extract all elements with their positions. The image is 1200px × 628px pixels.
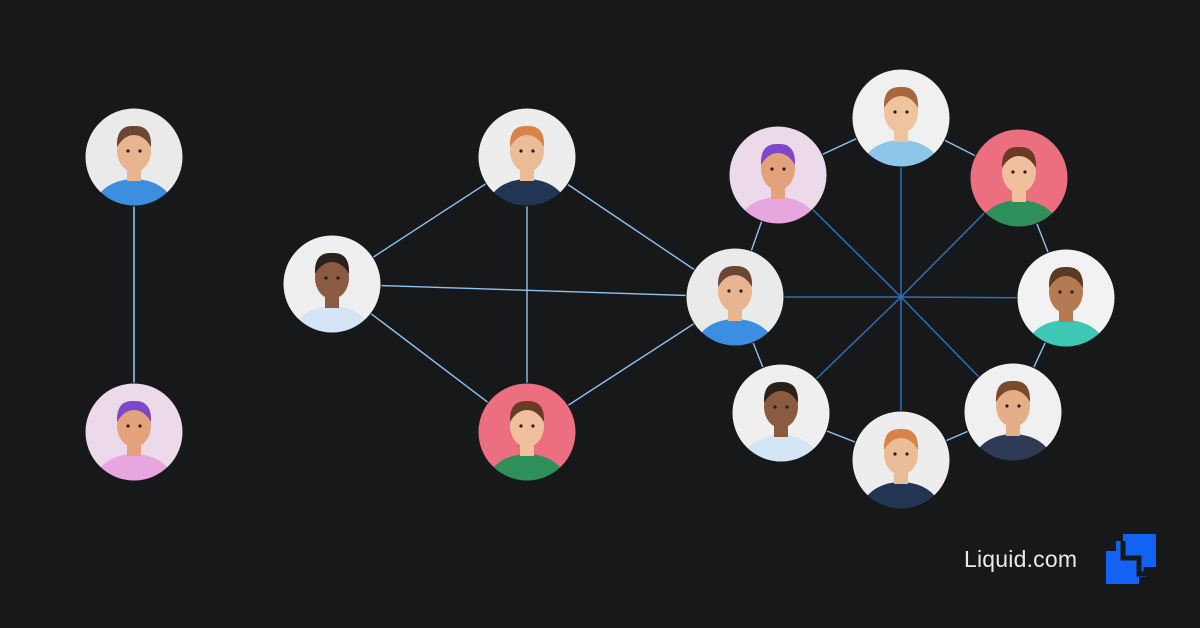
avatar-woman-curly-hair-teal-top bbox=[1017, 249, 1115, 347]
avatar-border bbox=[851, 68, 951, 168]
edge-b2-c8 bbox=[331, 283, 736, 298]
avatar-man-dark-skin-smiling bbox=[732, 364, 830, 462]
avatar-border bbox=[84, 382, 184, 482]
avatar-woman-glasses-heart-pink-bg bbox=[478, 383, 576, 481]
avatar-man-full-beard-suit bbox=[964, 363, 1062, 461]
avatar-border bbox=[477, 107, 577, 207]
avatar-border bbox=[477, 382, 577, 482]
avatar-border bbox=[282, 234, 382, 334]
avatar-woman-purple-hair-beanie bbox=[85, 383, 183, 481]
avatar-border bbox=[685, 247, 785, 347]
brand[interactable]: Liquid.com bbox=[964, 534, 1156, 584]
avatar-border bbox=[1016, 248, 1116, 348]
avatar-border bbox=[969, 128, 1069, 228]
avatar-man-ginger-beard-glasses-suit bbox=[478, 108, 576, 206]
avatar-border bbox=[728, 125, 828, 225]
avatar-man-beard-thinking-blue-shirt bbox=[686, 248, 784, 346]
connection-lines bbox=[133, 117, 1067, 461]
avatar-border bbox=[963, 362, 1063, 462]
avatar-man-dark-skin-arms-crossed bbox=[283, 235, 381, 333]
avatar-nodes bbox=[84, 68, 1116, 510]
avatar-woman-purple-hair-beanie bbox=[729, 126, 827, 224]
avatar-man-beard-thinking-blue-shirt bbox=[85, 108, 183, 206]
avatar-man-glasses-ok-gesture bbox=[852, 69, 950, 167]
avatar-border bbox=[84, 107, 184, 207]
avatar-man-ginger-beard-glasses-suit bbox=[852, 411, 950, 509]
liquid-logo-icon bbox=[1106, 534, 1156, 584]
avatar-woman-glasses-heart-pink-bg bbox=[970, 129, 1068, 227]
avatar-border bbox=[851, 410, 951, 510]
brand-name: Liquid.com bbox=[964, 545, 1078, 572]
avatar-border bbox=[731, 363, 831, 463]
